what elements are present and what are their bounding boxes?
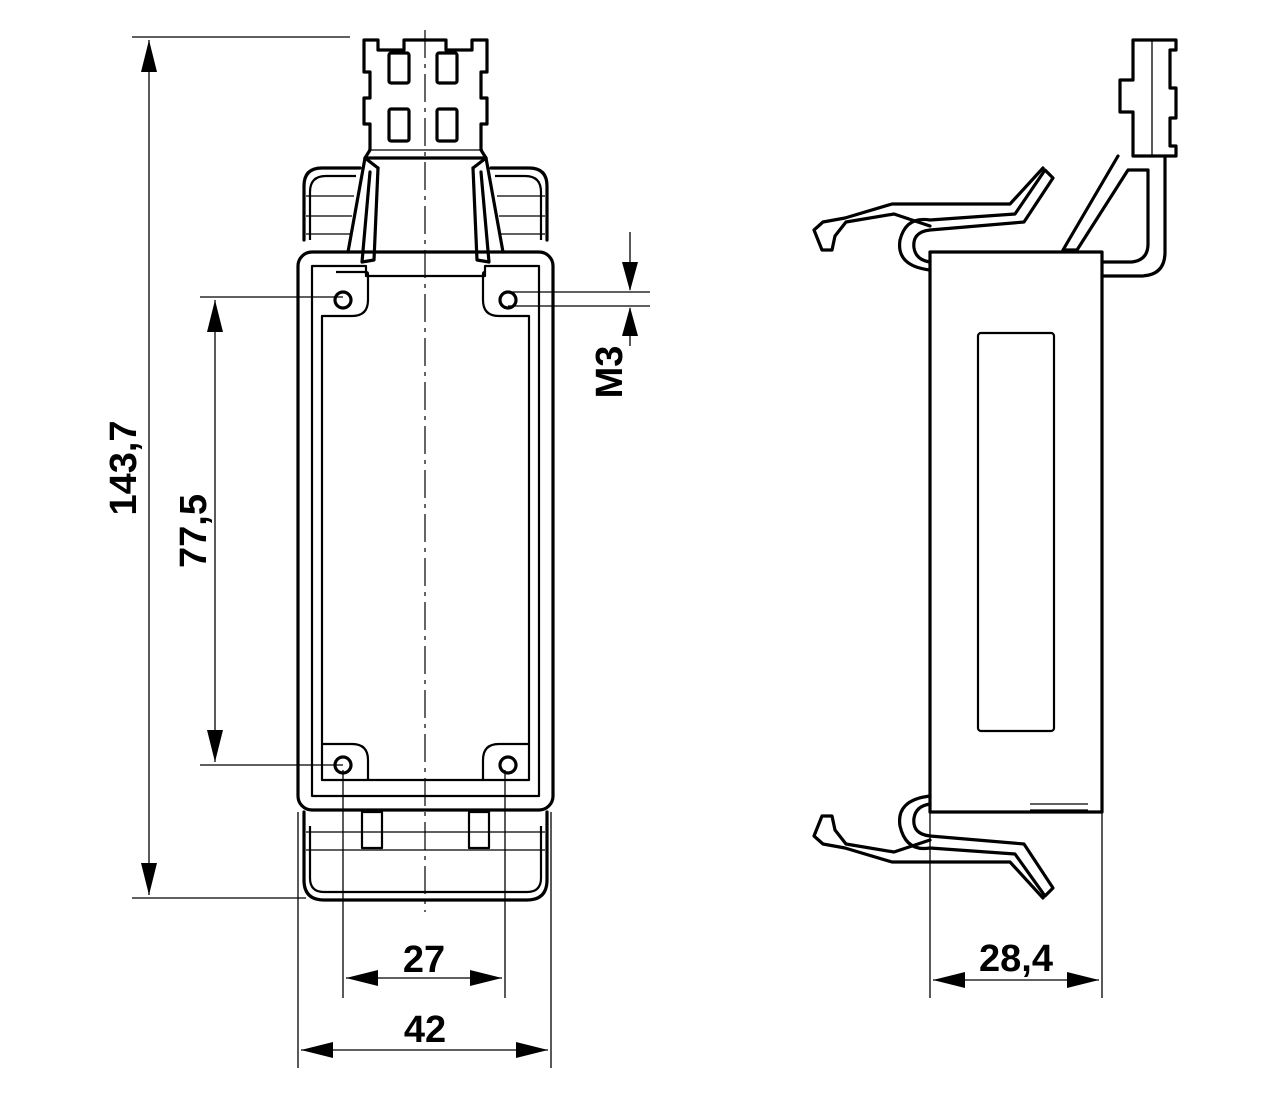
dim-thread-label: M3 xyxy=(589,346,631,399)
dimensions: 143,7 77,5 M3 27 xyxy=(103,36,1103,1068)
dim-hole-spacing-vertical-label: 77,5 xyxy=(173,494,215,568)
front-cable-clamp xyxy=(362,38,489,160)
dim-thread: M3 xyxy=(508,232,650,398)
dim-hole-spacing-horizontal: 27 xyxy=(342,770,506,998)
side-window xyxy=(976,331,1056,733)
dim-hole-spacing-vertical: 77,5 xyxy=(173,296,343,766)
side-lower-clip xyxy=(812,794,1055,900)
front-view xyxy=(296,30,555,912)
dim-hole-spacing-horizontal-label: 27 xyxy=(403,939,445,981)
dim-side-depth: 28,4 xyxy=(929,812,1103,998)
side-cable-clamp xyxy=(1061,38,1178,278)
dim-side-depth-label: 28,4 xyxy=(979,938,1053,980)
dim-housing-width-label: 42 xyxy=(404,1009,446,1051)
side-housing xyxy=(928,250,1104,814)
front-upper-latch xyxy=(302,156,549,264)
dim-housing-width: 42 xyxy=(297,812,552,1068)
dim-overall-height-label: 143,7 xyxy=(103,420,145,515)
dim-overall-height: 143,7 xyxy=(103,36,350,899)
side-view xyxy=(812,38,1178,900)
side-upper-clip xyxy=(812,166,1055,272)
